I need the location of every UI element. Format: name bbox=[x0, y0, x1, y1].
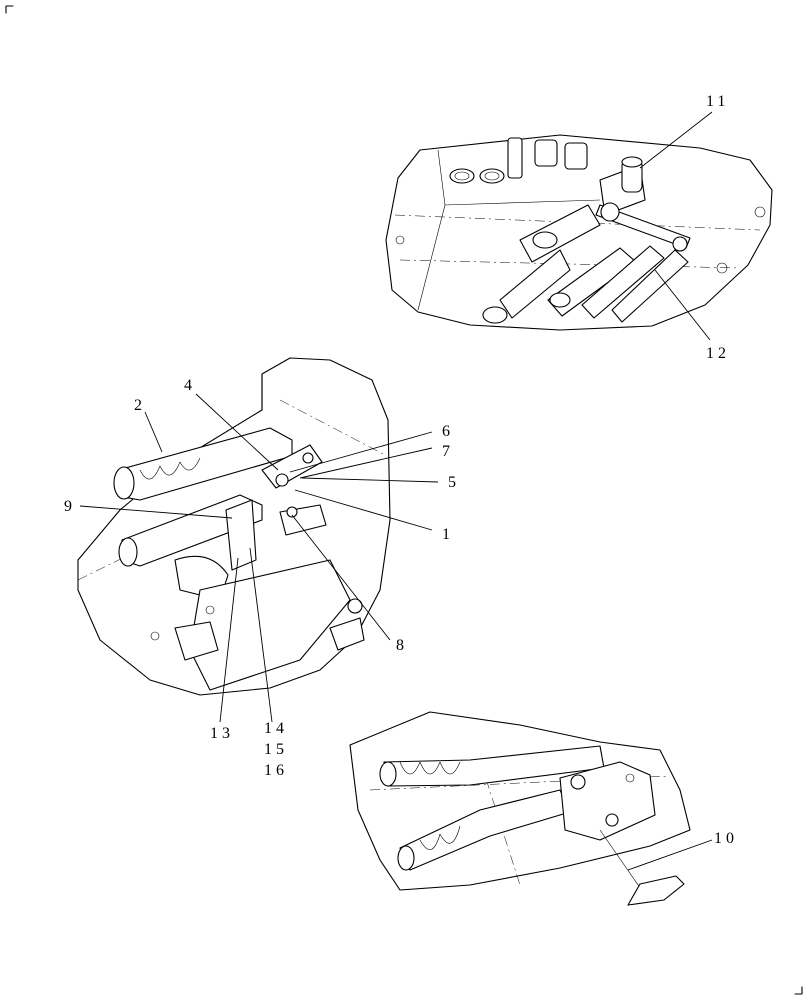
bracket-base bbox=[150, 559, 365, 691]
callout-1: 1 bbox=[442, 526, 454, 543]
latch-assembly bbox=[174, 444, 327, 601]
panel-buttons bbox=[449, 137, 588, 184]
callout-4: 4 bbox=[184, 377, 196, 394]
callout-16: 16 bbox=[264, 762, 288, 779]
callout-15: 15 bbox=[264, 741, 288, 758]
callout-leaders bbox=[79, 111, 713, 871]
callout-labels: 11 12 2 4 6 7 5 1 9 8 13 14 15 16 10 bbox=[64, 93, 738, 847]
upper-grip bbox=[379, 745, 605, 787]
callout-8: 8 bbox=[396, 637, 408, 654]
callout-10: 10 bbox=[714, 830, 738, 847]
callout-5: 5 bbox=[448, 474, 460, 491]
callout-14: 14 bbox=[264, 720, 288, 737]
crop-marks bbox=[5, 5, 803, 995]
hinge-rollers bbox=[482, 204, 689, 324]
pivot-block bbox=[559, 761, 656, 841]
callout-9: 9 bbox=[64, 498, 76, 515]
callout-11: 11 bbox=[706, 93, 729, 110]
callout-12: 12 bbox=[706, 345, 730, 362]
view-middle-left-bracket bbox=[77, 357, 391, 696]
view-top-right-panel bbox=[385, 134, 773, 331]
callout-7: 7 bbox=[442, 443, 454, 460]
handle-grip bbox=[113, 427, 293, 501]
callout-13: 13 bbox=[210, 725, 234, 742]
view-bottom-right-handles bbox=[349, 711, 691, 906]
lower-grip bbox=[397, 789, 571, 871]
control-lever bbox=[595, 156, 691, 252]
callout-6: 6 bbox=[442, 423, 454, 440]
callout-2: 2 bbox=[134, 397, 146, 414]
cable-end bbox=[599, 829, 685, 906]
